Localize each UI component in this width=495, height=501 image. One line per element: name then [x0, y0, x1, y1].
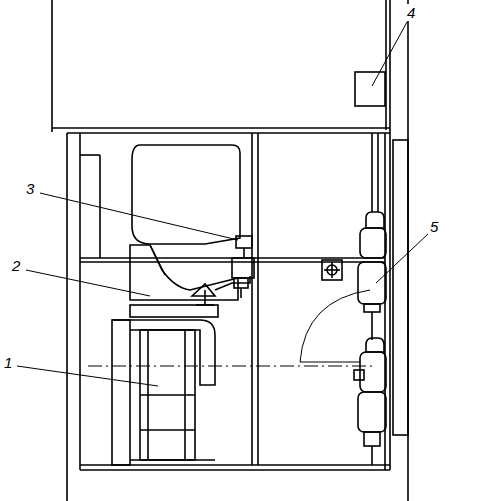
- seat-back: [132, 145, 240, 244]
- callout-number: 2: [10, 257, 22, 274]
- center-line: [88, 366, 375, 367]
- frame: [52, 0, 408, 501]
- callout-number: 1: [2, 354, 14, 371]
- washbasin: [192, 236, 254, 305]
- callout-number: 5: [428, 218, 440, 235]
- valve-symbol: [322, 260, 342, 280]
- callout-number: 3: [24, 180, 36, 197]
- gas-cylinders: [354, 133, 386, 465]
- chair: [112, 305, 218, 465]
- callout-number: 4: [405, 4, 417, 21]
- seat: [130, 245, 238, 300]
- leader-lines: [17, 22, 428, 386]
- unit-box: [355, 72, 385, 106]
